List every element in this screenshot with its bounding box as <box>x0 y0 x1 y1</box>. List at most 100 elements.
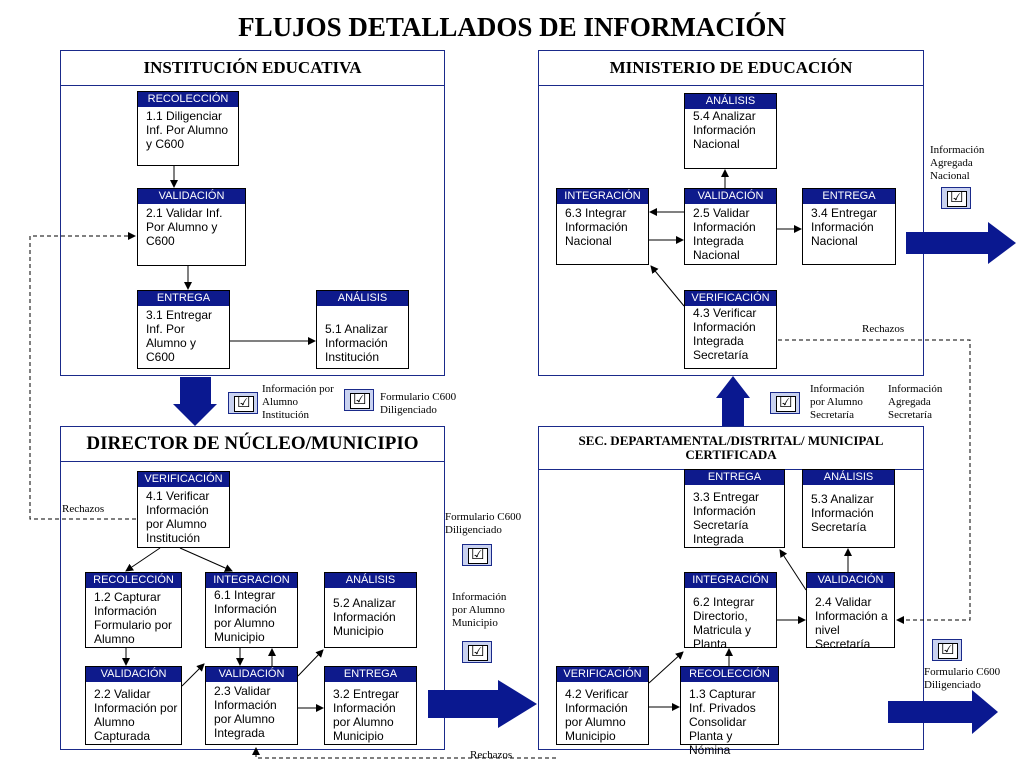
box-header: ANÁLISIS <box>803 470 894 485</box>
big-arrow-director-to-secretaria <box>428 680 537 728</box>
box-header: VALIDACIÓN <box>685 189 776 204</box>
note-info-alumno-institucion: Información por Alumno Institución <box>262 383 334 421</box>
box-header: RECOLECCIÓN <box>681 667 778 682</box>
box-text: 5.2 Analizar Información Municipio <box>333 596 396 638</box>
process-box-5-3: ANÁLISIS 5.3 Analizar Información Secreta… <box>802 469 895 548</box>
document-check-icon: ☑ <box>932 639 962 661</box>
box-header: ANÁLISIS <box>317 291 408 306</box>
document-check-icon: ☑ <box>344 389 374 411</box>
panel-title-ministerio: MINISTERIO DE EDUCACIÓN <box>538 50 924 86</box>
box-text: 4.2 Verificar Información por Alumno Mun… <box>565 687 629 743</box>
rechazos-loop-left <box>29 232 136 520</box>
big-arrow-ministerio-out <box>906 222 1016 264</box>
document-check-glyph: ☑ <box>471 643 485 660</box>
panel-title-director: DIRECTOR DE NÚCLEO/MUNICIPIO <box>60 426 445 462</box>
document-check-glyph: ☑ <box>237 394 251 411</box>
rechazos-loop-bottom <box>252 747 556 759</box>
box-header: VERIFICACIÓN <box>557 667 648 682</box>
box-text: 6.3 Integrar Información Nacional <box>565 206 628 248</box>
process-box-2-4: VALIDACIÓN 2.4 Validar Información a nive… <box>806 572 895 651</box>
box-text: 3.3 Entregar Información Secretaría Inte… <box>693 490 760 546</box>
note-formulario-c600-right: Formulario C600 Diligenciado <box>924 666 1001 691</box>
box-header: ANÁLISIS <box>325 573 416 588</box>
document-check-icon: ☑ <box>770 392 800 414</box>
box-text: 1.2 Capturar Información Formulario por … <box>94 590 173 646</box>
connector-4-3-to-6-3 <box>650 265 685 307</box>
box-header: VALIDACIÓN <box>807 573 894 588</box>
box-text: 4.3 Verificar Información Integrada Secr… <box>693 306 757 362</box>
box-header: INTEGRACIÓN <box>557 189 648 204</box>
box-header: ANÁLISIS <box>685 94 776 109</box>
box-header: VERIFICACIÓN <box>685 291 776 306</box>
process-box-2-5: VALIDACIÓN 2.5 Validar Información Integr… <box>684 188 777 265</box>
note-rechazos-director: Rechazos <box>62 503 105 515</box>
document-check-icon: ☑ <box>462 641 492 663</box>
document-check-glyph: ☑ <box>471 546 485 563</box>
box-text: 5.4 Analizar Información Nacional <box>693 109 756 151</box>
note-rechazos-bottom: Rechazos <box>470 749 513 761</box>
connector-4-1-to-1-2 <box>125 547 161 572</box>
big-arrow-institucion-to-director <box>173 377 217 426</box>
connector-2-2-to-6-1 <box>181 663 205 687</box>
document-check-glyph: ☑ <box>779 394 793 411</box>
box-text: 5.3 Analizar Información Secretaría <box>811 492 874 534</box>
connector-2-4-to-3-3 <box>779 549 807 591</box>
connector-4-2-to-6-2 <box>648 651 684 684</box>
note-formulario-c600-top: Formulario C600 Diligenciado <box>380 391 457 416</box>
box-text: 3.4 Entregar Información Nacional <box>811 206 878 248</box>
document-check-icon: ☑ <box>462 544 492 566</box>
document-check-icon: ☑ <box>228 392 258 414</box>
box-text: 4.1 Verificar Información por Alumno Ins… <box>146 489 210 545</box>
document-check-glyph: ☑ <box>353 391 367 408</box>
box-header: INTEGRACIÓN <box>685 573 776 588</box>
process-box-4-1: VERIFICACIÓN 4.1 Verificar Información po… <box>137 471 230 548</box>
process-box-2-2: VALIDACIÓN 2.2 Validar Información por Al… <box>85 666 182 745</box>
note-info-alumno-secretaria: Información por Alumno Secretaría <box>810 383 865 421</box>
rechazos-loop-right <box>778 339 971 624</box>
box-header: VERIFICACIÓN <box>138 472 229 487</box>
box-text: 6.1 Integrar Información por Alumno Muni… <box>214 588 277 644</box>
document-check-icon: ☑ <box>941 187 971 209</box>
box-text: 2.2 Validar Información por Alumno Captu… <box>94 687 178 743</box>
box-text: 3.1 Entregar Inf. Por Alumno y C600 <box>146 308 213 364</box>
process-box-1-3: RECOLECCIÓN 1.3 Capturar Inf. Privados Co… <box>680 666 779 757</box>
process-box-6-3: INTEGRACIÓN 6.3 Integrar Información Naci… <box>556 188 649 265</box>
note-info-alumno-municipio: Información por Alumno Municipio <box>452 591 507 629</box>
box-text: 2.4 Validar Información a nivel Secretar… <box>815 595 888 651</box>
box-header: VALIDACIÓN <box>86 667 181 682</box>
note-info-agregada-nacional: Información Agregada Nacional <box>930 144 985 182</box>
process-box-5-1: ANÁLISIS 5.1 Analizar Información Institu… <box>316 290 409 369</box>
box-text: 3.2 Entregar Información por Alumno Muni… <box>333 687 400 743</box>
panel-title-institucion: INSTITUCIÓN EDUCATIVA <box>60 50 445 86</box>
big-arrow-secretaria-to-ministerio <box>716 376 750 426</box>
box-text: 5.1 Analizar Información Institución <box>325 322 388 364</box>
box-text: 2.1 Validar Inf. Por Alumno y C600 <box>146 206 223 248</box>
box-header: VALIDACIÓN <box>206 667 297 682</box>
process-box-4-2: VERIFICACIÓN 4.2 Verificar Información po… <box>556 666 649 745</box>
connector-4-1-to-6-1 <box>179 547 233 572</box>
connector-2-3-to-5-2 <box>297 649 324 677</box>
page-title: FLUJOS DETALLADOS DE INFORMACIÓN <box>238 12 786 42</box>
box-header: INTEGRACION <box>206 573 297 588</box>
process-box-5-2: ANÁLISIS 5.2 Analizar Información Municip… <box>324 572 417 648</box>
box-header: RECOLECCIÓN <box>138 92 238 107</box>
note-info-agregada-secretaria: Información Agregada Secretaría <box>888 383 943 421</box>
box-text: 2.5 Validar Información Integrada Nacion… <box>693 206 756 262</box>
box-text: 1.3 Capturar Inf. Privados Consolidar Pl… <box>689 687 756 757</box>
big-arrow-secretaria-out <box>888 690 998 734</box>
box-header: ENTREGA <box>803 189 895 204</box>
document-check-glyph: ☑ <box>941 641 955 658</box>
note-rechazos-ministerio: Rechazos <box>862 323 905 335</box>
process-box-1-1: RECOLECCIÓN 1.1 Diligenciar Inf. Por Alum… <box>137 91 239 166</box>
note-formulario-c600-mid: Formulario C600 Diligenciado <box>445 511 522 536</box>
box-text: 1.1 Diligenciar Inf. Por Alumno y C600 <box>146 109 229 151</box>
